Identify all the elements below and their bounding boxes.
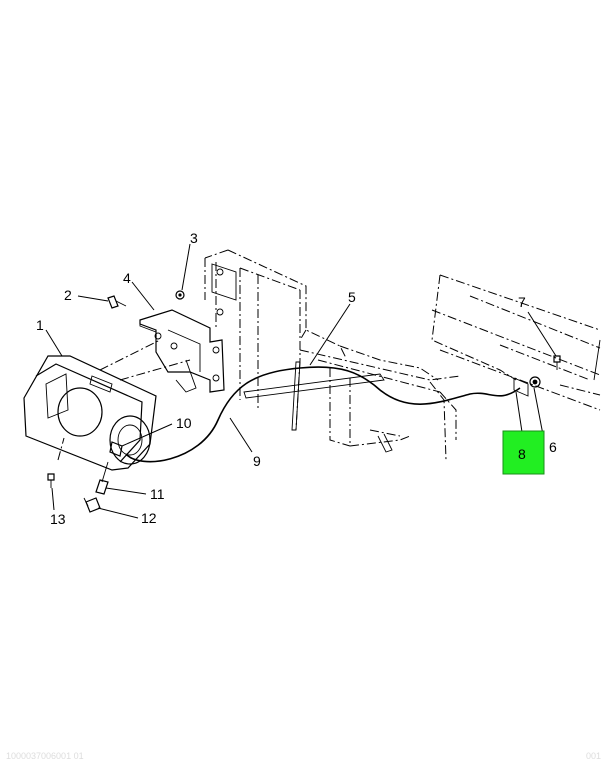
footer-code-right: 001: [586, 751, 601, 761]
bulkhead-panel: [204, 249, 439, 410]
footer-code-left: 1000037006001 01: [6, 751, 84, 761]
highlight-box-8[interactable]: [502, 430, 545, 475]
bolt-2: [107, 295, 127, 309]
nut-3: [175, 290, 185, 300]
mounting-bracket: [139, 309, 225, 393]
callout-2: 2: [64, 287, 72, 303]
wiring-harness: [125, 366, 521, 463]
callout-5: 5: [348, 289, 356, 305]
lower-frame: [243, 349, 461, 461]
callout-3: 3: [190, 230, 198, 246]
callout-1: 1: [36, 317, 44, 333]
callout-8[interactable]: 8: [518, 446, 526, 462]
nut-6: [529, 376, 541, 388]
callout-10: 10: [176, 415, 192, 431]
connector-12: [83, 497, 101, 513]
callout-7: 7: [518, 294, 526, 310]
callout-6: 6: [549, 439, 557, 455]
callout-11: 11: [150, 486, 165, 502]
headlamp-housing: [23, 339, 191, 471]
callout-12: 12: [141, 510, 157, 526]
callout-4: 4: [123, 270, 131, 286]
connector-11: [95, 461, 109, 495]
callout-13: 13: [50, 511, 66, 527]
connector-10: [109, 441, 123, 457]
leader-lines: [45, 243, 557, 519]
callout-9: 9: [253, 453, 261, 469]
screw-13: [47, 473, 55, 488]
bolt-7: [553, 355, 561, 370]
frame-rail: [431, 274, 601, 411]
